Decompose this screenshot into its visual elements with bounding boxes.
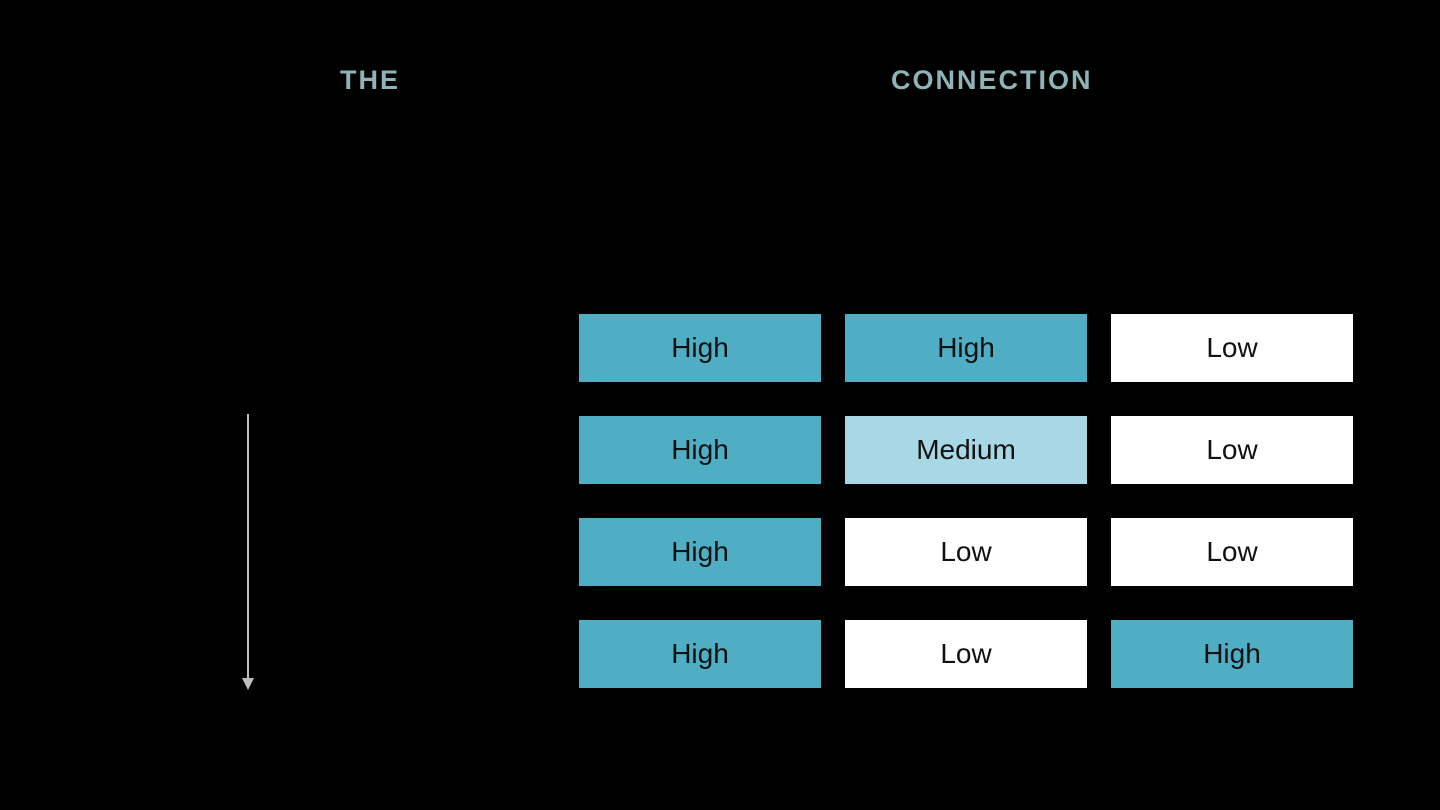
- grid-cell-r4-c1: High: [579, 620, 821, 688]
- grid-cell-r3-c3: Low: [1111, 518, 1353, 586]
- grid-cell-r4-c3: High: [1111, 620, 1353, 688]
- grid-cell-r2-c3: Low: [1111, 416, 1353, 484]
- grid-cell-r2-c2: Medium: [845, 416, 1087, 484]
- grid-cell-r3-c1: High: [579, 518, 821, 586]
- grid-cell-r4-c2: Low: [845, 620, 1087, 688]
- grid-cell-r1-c3: Low: [1111, 314, 1353, 382]
- grid-cell-r2-c1: High: [579, 416, 821, 484]
- grid-cell-r1-c1: High: [579, 314, 821, 382]
- arrow-down-icon: [242, 414, 254, 690]
- arrow-head: [242, 678, 254, 690]
- heading-the: THE: [340, 65, 400, 95]
- grid-cell-r3-c2: Low: [845, 518, 1087, 586]
- grid-cell-r1-c2: High: [845, 314, 1087, 382]
- heading-connection: CONNECTION: [891, 65, 1093, 95]
